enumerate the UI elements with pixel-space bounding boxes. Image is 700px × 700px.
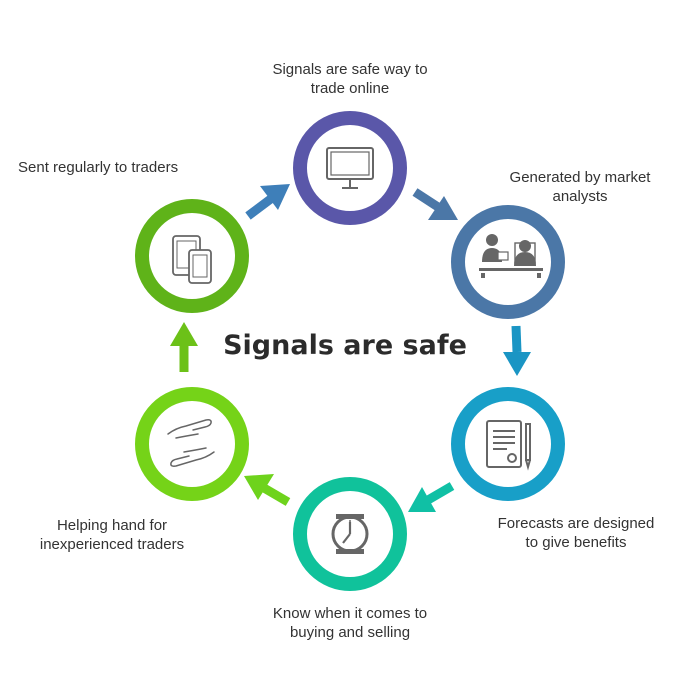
clock-icon — [331, 514, 369, 554]
arrow-3-to-4 — [408, 482, 455, 512]
document-icon — [486, 420, 531, 471]
arrow-4-to-5 — [244, 474, 291, 506]
handshake-icon — [167, 419, 215, 467]
step-1-ring — [293, 111, 407, 225]
monitor-icon — [326, 147, 374, 189]
arrow-2-to-3 — [503, 325, 531, 376]
arrow-1-to-2 — [412, 188, 458, 220]
step-6-label: Sent regularly to traders — [18, 159, 179, 176]
tablets-icon — [172, 235, 212, 284]
step-2-ring — [451, 205, 565, 319]
analysts-icon — [479, 234, 543, 278]
diagram-title: Signals are safe — [223, 330, 467, 361]
step-5-ring — [135, 387, 249, 501]
arrow-6-to-1 — [245, 184, 290, 220]
arrow-5-to-6 — [170, 322, 198, 372]
